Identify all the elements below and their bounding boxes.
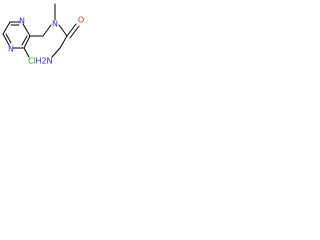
bond-co-o-double [69,25,80,39]
bond-ch2-nh2 [51,47,61,58]
chlorine-label: Cl [28,57,36,66]
structure-svg: H2N O N N N Cl [2,3,84,66]
amine-label: H2N [35,57,52,66]
bond-ring-c5-n4-double [5,33,12,44]
atom-labels: H2N O N N N Cl [8,16,84,66]
ring-nitrogen-top-label: N [19,17,25,26]
bond-ring-c6-c5 [2,21,11,35]
bonds [2,3,80,58]
ring-nitrogen-bottom-label: N [8,45,14,54]
bond-ch2-n [42,24,52,37]
chemical-structure-diagram: H2N O N N N Cl [0,0,108,82]
bond-ring-c3-c2-double [21,35,28,46]
bond-co-o [66,23,77,37]
bond-ring-c3-c2 [23,35,31,49]
amide-nitrogen-label: N [52,20,58,29]
bond-ring-c5-n4 [2,33,10,46]
carbonyl-oxygen-label: O [78,16,84,25]
bond-ring-c2-n1 [22,23,31,37]
bond-co-ch2 [59,35,68,49]
bond-c3-cl [23,47,30,58]
bond-n-co [58,24,68,37]
